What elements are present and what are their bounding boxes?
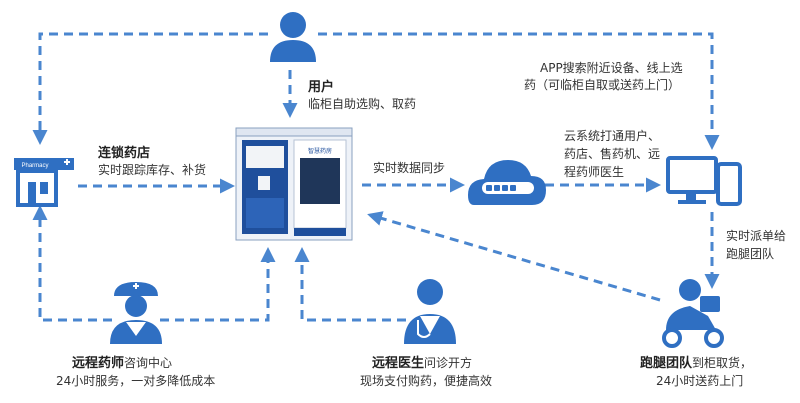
- user-icon: [270, 12, 316, 62]
- vending-machine-icon: 智慧药房: [235, 127, 353, 241]
- machine-screen-text: 智慧药房: [308, 147, 332, 155]
- courier-desc: 24小时送药上门: [656, 374, 744, 388]
- connector-courier-to-machine: [367, 211, 661, 302]
- connector-user-to-chain: [32, 32, 268, 145]
- connector-pharmacist-to-machine: [160, 247, 276, 322]
- cloud-desc-line-3: 程药师医生: [564, 165, 625, 179]
- doctor-title-row: 远程医生问诊开方: [372, 355, 472, 372]
- connector-user-to-app: [318, 32, 720, 150]
- doctor-icon: [404, 279, 456, 344]
- pharmacist-desc: 24小时服务，一对多降低成本: [56, 374, 216, 388]
- app-desc-line-2: 药（可临柜自取或送药上门）: [524, 78, 681, 92]
- cloud-icon: [468, 160, 546, 205]
- user-title: 用户: [308, 80, 335, 95]
- computer-phone-icon: [666, 156, 742, 206]
- cloud-desc-line-2: 药店、售药机、远: [564, 147, 661, 161]
- connector-doctor-to-machine: [294, 247, 406, 322]
- chain-title: 连锁药店: [98, 146, 151, 161]
- courier-icon: [662, 279, 724, 348]
- chain-desc: 实时跟踪库存、补货: [98, 163, 207, 177]
- connector-pharmacist-to-chain: [32, 205, 112, 322]
- dispatch-line-1: 实时派单给: [726, 229, 787, 243]
- pharmacist-title-suffix: 咨询中心: [124, 356, 173, 370]
- pharmacist-title: 远程药师: [72, 356, 125, 371]
- courier-title-row: 跑腿团队到柜取货，: [640, 355, 752, 372]
- doctor-desc: 现场支付购药，便捷高效: [360, 374, 493, 388]
- pharmacy-store-icon: [14, 158, 74, 207]
- doctor-title: 远程医生: [372, 356, 425, 371]
- user-desc: 临柜自助选购、取药: [308, 97, 417, 111]
- courier-title-suffix: 到柜取货，: [692, 356, 753, 370]
- doctor-title-suffix: 问诊开方: [424, 356, 473, 370]
- app-desc-line-1: APP搜索附近设备、线上选: [540, 61, 683, 75]
- pharmacy-sign: Pharmacy: [21, 163, 48, 169]
- courier-title: 跑腿团队: [640, 356, 693, 371]
- pharmacist-icon: [110, 282, 162, 344]
- sync-label: 实时数据同步: [373, 161, 446, 175]
- pharmacist-title-row: 远程药师咨询中心: [72, 355, 172, 372]
- dispatch-line-2: 跑腿团队: [726, 247, 775, 261]
- cloud-desc-line-1: 云系统打通用户、: [564, 129, 661, 143]
